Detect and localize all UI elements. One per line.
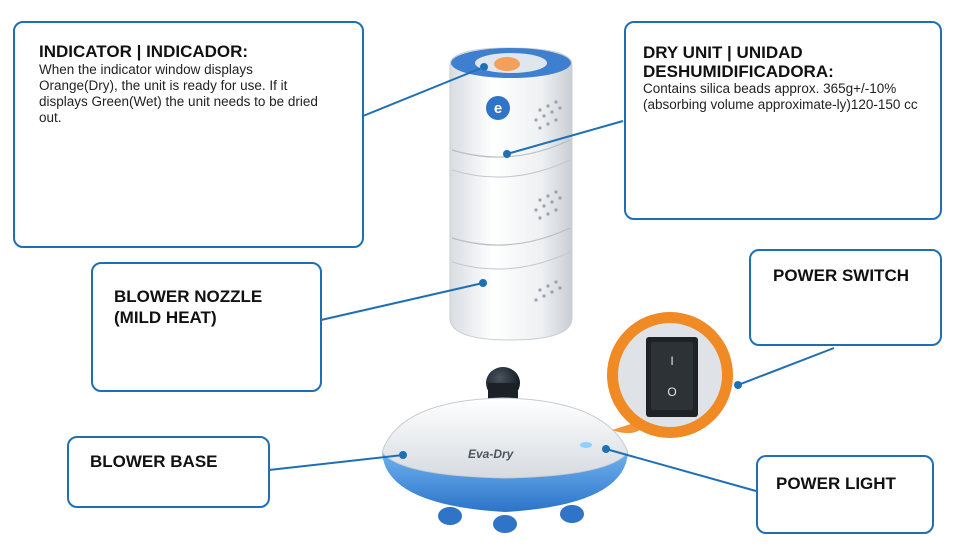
leader-lines <box>268 63 835 492</box>
blower-nozzle-callout: BLOWER NOZZLE (MILD HEAT) <box>91 262 322 392</box>
blower-nozzle-label-line1: BLOWER NOZZLE <box>114 287 263 306</box>
brand-logo: Eva-Dry <box>468 447 515 461</box>
switch-off-mark: O <box>667 385 676 399</box>
indicator-callout: INDICATOR | INDICADOR: When the indicato… <box>13 21 364 248</box>
power-switch-zoom: I O <box>607 312 733 438</box>
power-switch-label: POWER SWITCH <box>773 266 909 285</box>
power-light-label: POWER LIGHT <box>776 474 896 493</box>
dry-unit-callout: DRY UNIT | UNIDAD DESHUMIDIFICADORA: Con… <box>624 21 942 220</box>
dry-unit-description: Contains silica beads approx. 365g+/-10%… <box>643 81 918 112</box>
blower-base-callout: BLOWER BASE <box>67 436 270 508</box>
dry-unit-title-line1: DRY UNIT | UNIDAD <box>643 43 803 62</box>
blower-base-label: BLOWER BASE <box>90 452 218 471</box>
indicator-description: When the indicator window displays Orang… <box>39 62 318 125</box>
dry-unit-title-line2: DESHUMIDIFICADORA: <box>643 62 834 81</box>
indicator-window <box>494 57 520 71</box>
power-switch-callout: POWER SWITCH <box>749 249 942 346</box>
indicator-title: INDICATOR | INDICADOR: <box>39 42 249 61</box>
svg-text:e: e <box>494 100 502 117</box>
switch-on-mark: I <box>670 354 673 368</box>
power-light-callout: POWER LIGHT <box>756 455 934 534</box>
blower-nozzle-label-line2: (MILD HEAT) <box>114 308 217 327</box>
dry-unit-cylinder: e <box>449 47 573 341</box>
blower-base-illustration: Eva-Dry <box>381 367 629 533</box>
